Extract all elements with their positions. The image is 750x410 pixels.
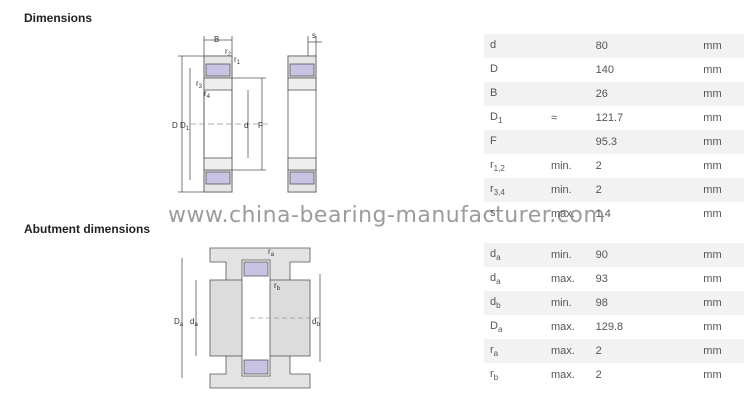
bearing-dimensions-drawing: B r2 r1 r3 r4 D D1 d F s [172, 31, 322, 193]
parameter-symbol: d [484, 34, 545, 58]
parameter-symbol: r1,2 [490, 158, 505, 174]
parameter-qualifier: max. [550, 321, 575, 333]
label-da: da [190, 317, 198, 328]
table-row: da max. 93 mm [484, 267, 744, 291]
label-r3: r3 [196, 79, 203, 90]
parameter-qualifier: min. [544, 243, 590, 267]
parameter-value: 2 [589, 178, 698, 202]
parameter-unit: mm [697, 34, 744, 58]
table-row: D1 ≈121.7 mm [484, 106, 744, 130]
parameter-symbol: ra [484, 339, 545, 363]
parameter-value: 2 [595, 160, 602, 172]
parameter-value: 26 [589, 82, 698, 106]
parameter-unit: mm [697, 243, 744, 267]
label-r1: r1 [234, 55, 241, 66]
parameter-symbol: da [484, 243, 545, 267]
parameter-unit: mm [703, 369, 722, 381]
parameter-symbol: da [490, 271, 501, 287]
parameter-value: 129.8 [595, 321, 624, 333]
label-s: s [312, 31, 316, 40]
label-r4: r4 [204, 89, 211, 100]
parameter-symbol: D [490, 62, 498, 75]
abutment-dimensions-heading: Abutment dimensions [24, 222, 151, 236]
parameter-unit: mm [703, 112, 722, 124]
parameter-qualifier: min. [550, 160, 572, 172]
parameter-unit: mm [703, 208, 722, 220]
parameter-qualifier: ≈ [550, 112, 557, 124]
label-d: d [244, 121, 248, 130]
parameter-unit: mm [697, 291, 744, 315]
label-D1: D1 [180, 121, 190, 132]
parameter-unit: mm [703, 160, 722, 172]
parameter-value: 2 [589, 339, 698, 363]
parameter-symbol: F [484, 130, 545, 154]
parameter-qualifier: min. [544, 291, 590, 315]
label-D: D [172, 121, 178, 130]
parameter-unit: mm [697, 130, 744, 154]
abutment-drawing: ra rb Da da db [174, 247, 320, 389]
parameter-value: 98 [589, 291, 698, 315]
label-B: B [214, 35, 219, 44]
table-row: rb max. 2 mm [484, 363, 744, 387]
parameter-value: 1.4 [595, 208, 611, 220]
parameter-unit: mm [697, 82, 744, 106]
watermark-text: www.china-bearing-manufacturer.com [168, 203, 606, 228]
label-F: F [258, 121, 263, 130]
parameter-value: 90 [589, 243, 698, 267]
table-row: D 140 mm [484, 58, 744, 82]
parameter-value: 93 [595, 273, 608, 285]
parameter-qualifier: max. [550, 208, 575, 220]
parameter-qualifier: max. [550, 273, 575, 285]
parameter-value: 2 [595, 369, 602, 381]
parameter-unit: mm [703, 273, 722, 285]
parameter-symbol: r3,4 [484, 178, 545, 202]
label-ra: ra [268, 247, 275, 258]
parameter-unit: mm [697, 339, 744, 363]
parameter-qualifier: max. [550, 369, 575, 381]
parameter-value: 140 [595, 64, 614, 76]
parameter-unit: mm [697, 178, 744, 202]
parameter-symbol: Da [490, 319, 503, 335]
parameter-symbol: db [484, 291, 545, 315]
parameter-symbol: B [484, 82, 545, 106]
parameter-symbol: rb [490, 367, 499, 383]
parameter-qualifier [544, 130, 590, 154]
parameter-qualifier [544, 82, 590, 106]
table-row: s max. 1.4 mm [484, 202, 744, 226]
parameter-value: 80 [589, 34, 698, 58]
parameter-qualifier [545, 58, 590, 82]
parameter-unit: mm [703, 321, 722, 333]
label-db: db [312, 317, 320, 328]
parameter-symbol: D1 [490, 110, 503, 126]
table-row: Da max. 129.8 mm [484, 315, 744, 339]
parameter-qualifier: min. [544, 178, 590, 202]
table-row: r1,2 min. 2 mm [484, 154, 744, 178]
parameter-symbol: s [490, 206, 496, 219]
label-rb: rb [274, 281, 281, 292]
parameter-unit: mm [703, 64, 722, 76]
label-Da: Da [174, 317, 184, 328]
parameter-value: 121.7 [595, 112, 624, 124]
dimensions-heading: Dimensions [24, 11, 93, 25]
label-r2: r2 [225, 47, 232, 58]
parameter-qualifier [544, 34, 590, 58]
parameter-value: 95.3 [589, 130, 698, 154]
parameter-qualifier: max. [544, 339, 590, 363]
